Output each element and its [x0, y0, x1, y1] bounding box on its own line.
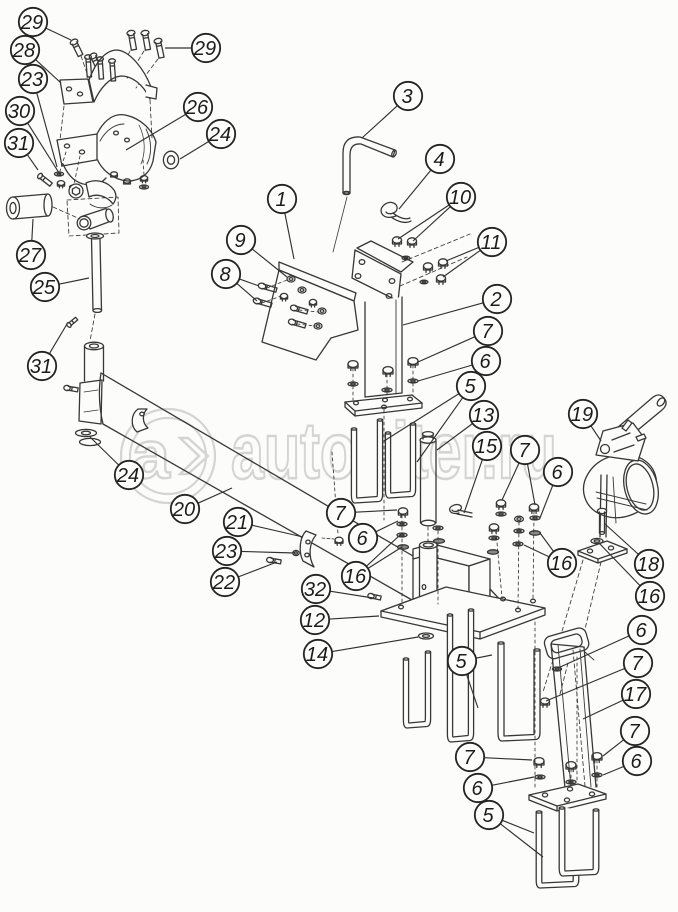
- svg-text:23: 23: [20, 69, 43, 91]
- svg-text:7: 7: [463, 747, 475, 769]
- svg-text:7: 7: [518, 440, 530, 462]
- svg-text:4: 4: [433, 149, 444, 171]
- svg-text:6: 6: [471, 778, 483, 800]
- svg-text:32: 32: [304, 579, 326, 601]
- svg-text:2: 2: [489, 289, 501, 311]
- svg-text:28: 28: [12, 40, 35, 62]
- svg-text:29: 29: [193, 38, 216, 60]
- svg-text:3: 3: [401, 86, 412, 108]
- svg-text:8: 8: [219, 264, 230, 286]
- svg-text:6: 6: [479, 351, 491, 373]
- svg-text:15: 15: [475, 436, 498, 458]
- svg-text:24: 24: [208, 124, 231, 146]
- svg-text:6: 6: [551, 462, 563, 484]
- svg-text:5: 5: [464, 376, 476, 398]
- svg-text:6: 6: [630, 751, 642, 773]
- svg-text:7: 7: [628, 721, 640, 743]
- svg-text:5: 5: [455, 651, 467, 673]
- svg-text:27: 27: [18, 245, 42, 267]
- svg-text:31: 31: [30, 356, 52, 378]
- svg-text:11: 11: [481, 232, 502, 254]
- svg-text:9: 9: [234, 230, 245, 252]
- svg-text:16: 16: [344, 566, 367, 588]
- svg-text:7: 7: [334, 503, 346, 525]
- svg-text:30: 30: [8, 101, 30, 123]
- svg-text:1: 1: [275, 189, 286, 211]
- svg-text:18: 18: [637, 554, 659, 576]
- svg-text:19: 19: [571, 404, 593, 426]
- svg-text:25: 25: [32, 277, 56, 299]
- svg-text:17: 17: [624, 684, 647, 706]
- svg-text:26: 26: [185, 97, 209, 119]
- svg-text:22: 22: [212, 572, 235, 594]
- svg-text:31: 31: [7, 133, 29, 155]
- svg-text:29: 29: [20, 12, 43, 34]
- svg-text:21: 21: [225, 512, 248, 534]
- svg-text:6: 6: [635, 620, 647, 642]
- svg-text:23: 23: [214, 541, 237, 563]
- svg-text:24: 24: [116, 465, 139, 487]
- svg-text:10: 10: [449, 187, 471, 209]
- svg-text:20: 20: [172, 499, 195, 521]
- svg-text:16: 16: [550, 553, 573, 575]
- svg-text:7: 7: [631, 653, 643, 675]
- svg-text:13: 13: [472, 405, 494, 427]
- svg-text:16: 16: [638, 586, 661, 608]
- svg-text:14: 14: [306, 644, 328, 666]
- svg-text:12: 12: [303, 610, 325, 632]
- svg-text:7: 7: [481, 321, 493, 343]
- svg-text:5: 5: [482, 805, 494, 827]
- svg-text:6: 6: [356, 528, 368, 550]
